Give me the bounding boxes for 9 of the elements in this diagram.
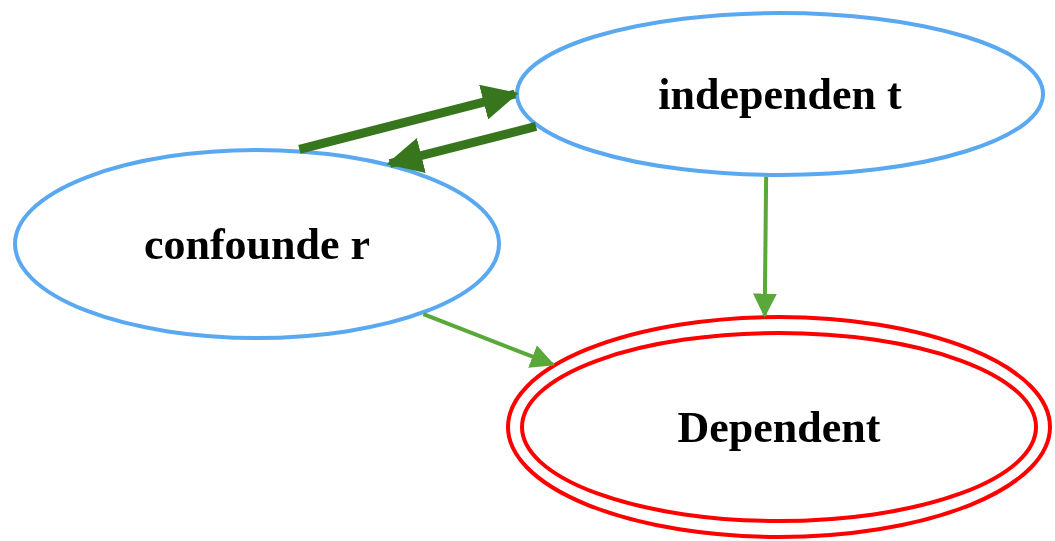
arrow	[422, 312, 555, 368]
ellipse-node	[506, 315, 1052, 539]
ellipse-node	[13, 148, 501, 340]
node-label: independen t	[658, 68, 902, 121]
arrow	[752, 176, 777, 318]
node-label: confounde r	[143, 218, 371, 271]
ellipse-node	[515, 11, 1045, 177]
node-label: Dependent	[677, 401, 881, 454]
arrow	[386, 122, 538, 173]
